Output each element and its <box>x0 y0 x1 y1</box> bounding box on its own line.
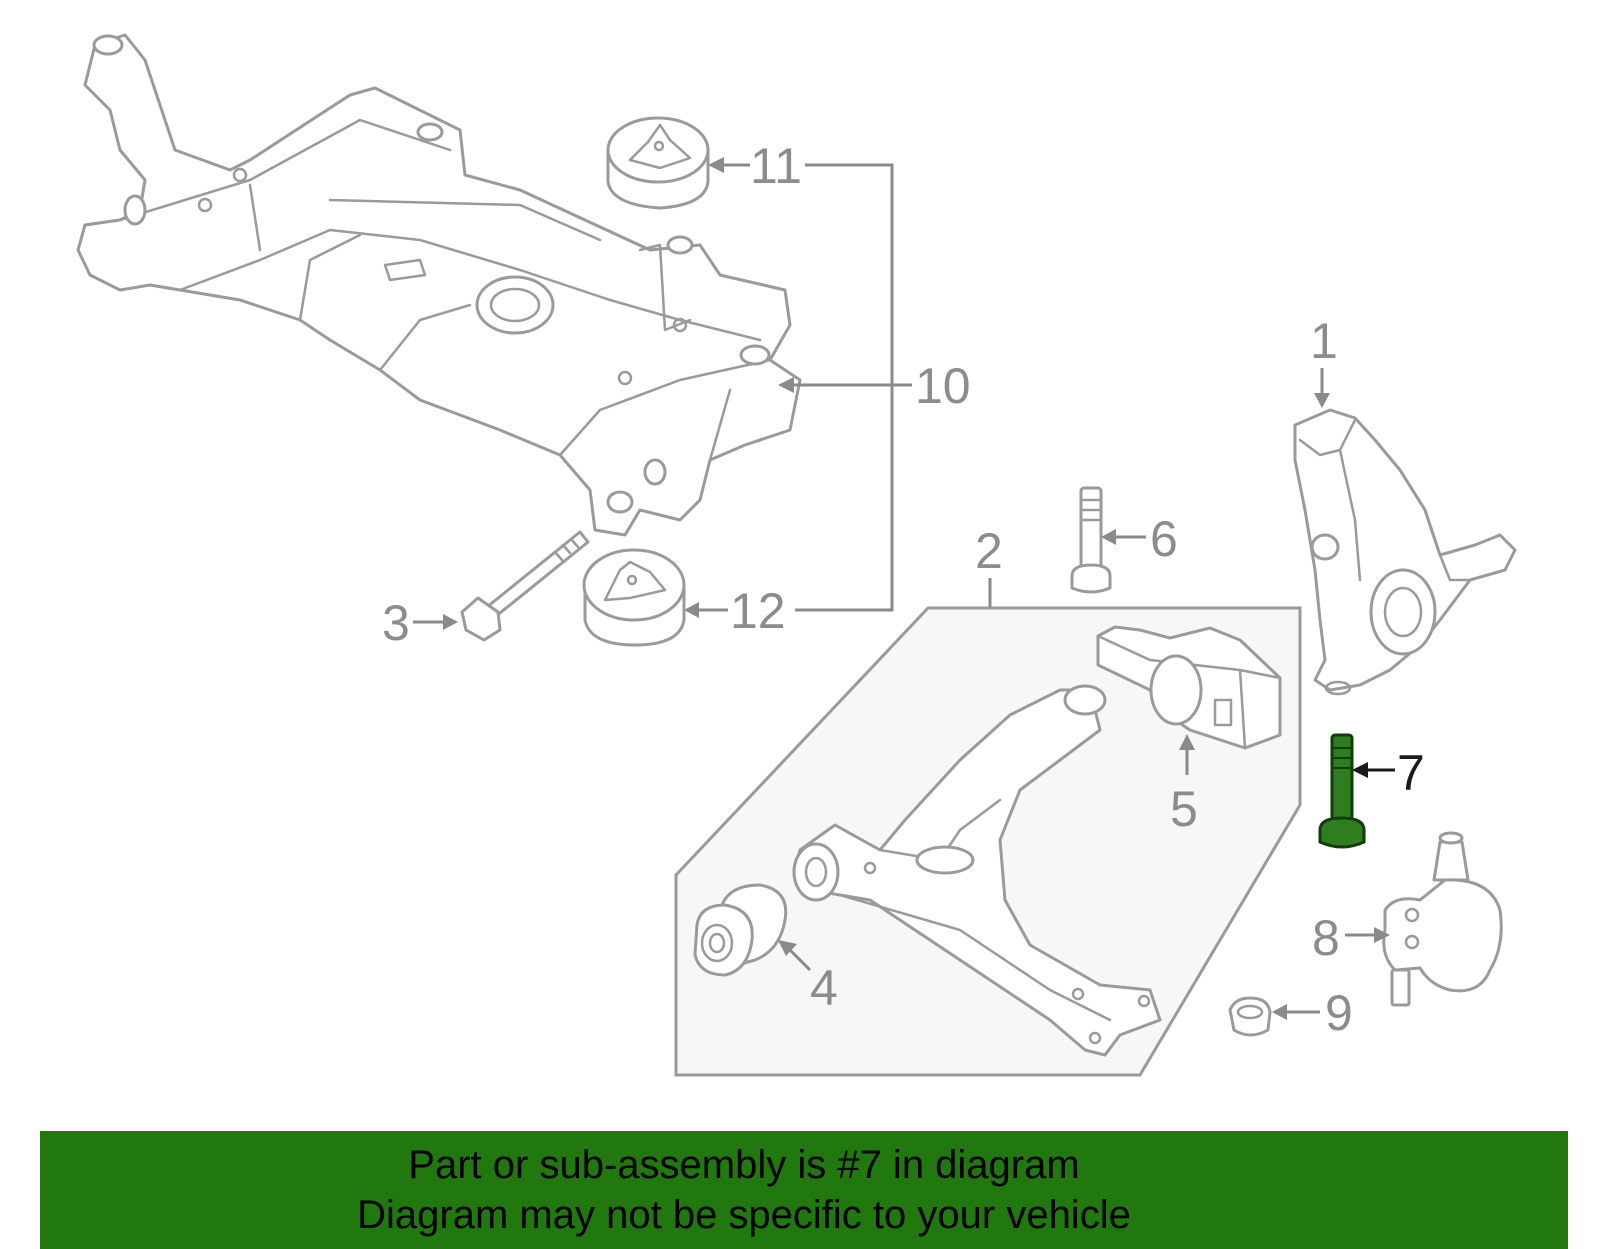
leader-lines <box>413 157 1395 1020</box>
callout-11: 11 <box>750 138 802 194</box>
parts-diagram: 11 10 12 3 6 2 5 4 1 7 8 9 <box>76 33 1517 1077</box>
subframe-part-10[interactable] <box>76 33 802 537</box>
callout-10: 10 <box>915 358 971 414</box>
bolt-part-7-highlighted[interactable] <box>1318 733 1366 849</box>
mount-part-12[interactable] <box>582 548 686 647</box>
control-arm-part-2[interactable] <box>792 684 1162 1057</box>
callout-labels: 11 10 12 3 6 2 5 4 1 7 8 9 <box>382 138 1425 1041</box>
callout-5: 5 <box>1170 781 1198 837</box>
info-banner: Part or sub-assembly is #7 in diagram Di… <box>40 1131 1568 1249</box>
callout-9: 9 <box>1325 985 1353 1041</box>
callout-3: 3 <box>382 595 410 651</box>
bolt-part-3[interactable] <box>460 530 590 642</box>
callout-7: 7 <box>1397 745 1425 801</box>
ball-joint-part-8[interactable] <box>1382 831 1503 1007</box>
banner-line-part: Part or sub-assembly is #7 in diagram <box>408 1143 1080 1187</box>
callout-1: 1 <box>1310 313 1338 369</box>
callout-6: 6 <box>1150 511 1178 567</box>
callout-8: 8 <box>1312 910 1340 966</box>
bushing-part-4[interactable] <box>693 883 788 977</box>
knuckle-part-1[interactable] <box>1293 408 1517 696</box>
nut-part-9[interactable] <box>1228 996 1272 1037</box>
callout-4: 4 <box>810 960 838 1016</box>
mount-part-11[interactable] <box>606 116 710 210</box>
callout-12: 12 <box>730 583 786 639</box>
bushing-part-5[interactable] <box>1096 625 1282 750</box>
banner-line-disclaimer: Diagram may not be specific to your vehi… <box>357 1193 1131 1237</box>
bolt-part-6[interactable] <box>1070 486 1112 594</box>
callout-2: 2 <box>975 523 1003 579</box>
